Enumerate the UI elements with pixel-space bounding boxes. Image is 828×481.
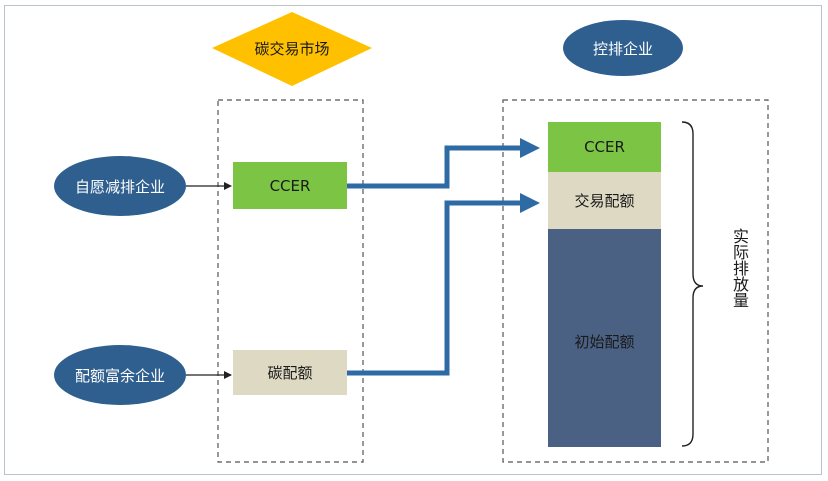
voluntary-ellipse: [54, 156, 186, 216]
surplus-ellipse: [54, 345, 186, 405]
initial-quota-segment: [548, 229, 661, 447]
ccer-left-box: [233, 162, 347, 209]
emission-brace: [681, 121, 704, 447]
ccer-right-label: CCER: [584, 138, 625, 156]
market-dashed-box: [217, 99, 364, 463]
market-diamond: [212, 12, 372, 86]
trade-quota-segment: [548, 172, 661, 229]
diagram-frame: [4, 5, 822, 475]
ccer-flow-line: [347, 145, 522, 189]
ccer-left-label: CCER: [269, 176, 311, 195]
ccer-right-segment: [548, 122, 661, 172]
quota-flow-arrowhead: [520, 193, 540, 213]
control-ellipse: [563, 20, 683, 76]
carbon-quota-label: 碳配额: [267, 364, 313, 382]
carbon-quota-box: [233, 350, 347, 395]
control-label: 控排企业: [592, 39, 653, 58]
quota-flow-line: [347, 200, 522, 376]
control-dashed-box: [502, 99, 769, 463]
market-label: 碳交易市场: [254, 39, 330, 58]
initial-quota-label: 初始配额: [574, 332, 635, 351]
voluntary-label: 自愿减排企业: [74, 177, 165, 196]
trade-quota-label: 交易配额: [574, 192, 635, 210]
actual-emission-label: 实际排放量: [730, 228, 749, 308]
surplus-label: 配额富余企业: [74, 366, 165, 385]
ccer-flow-arrowhead: [520, 138, 540, 158]
